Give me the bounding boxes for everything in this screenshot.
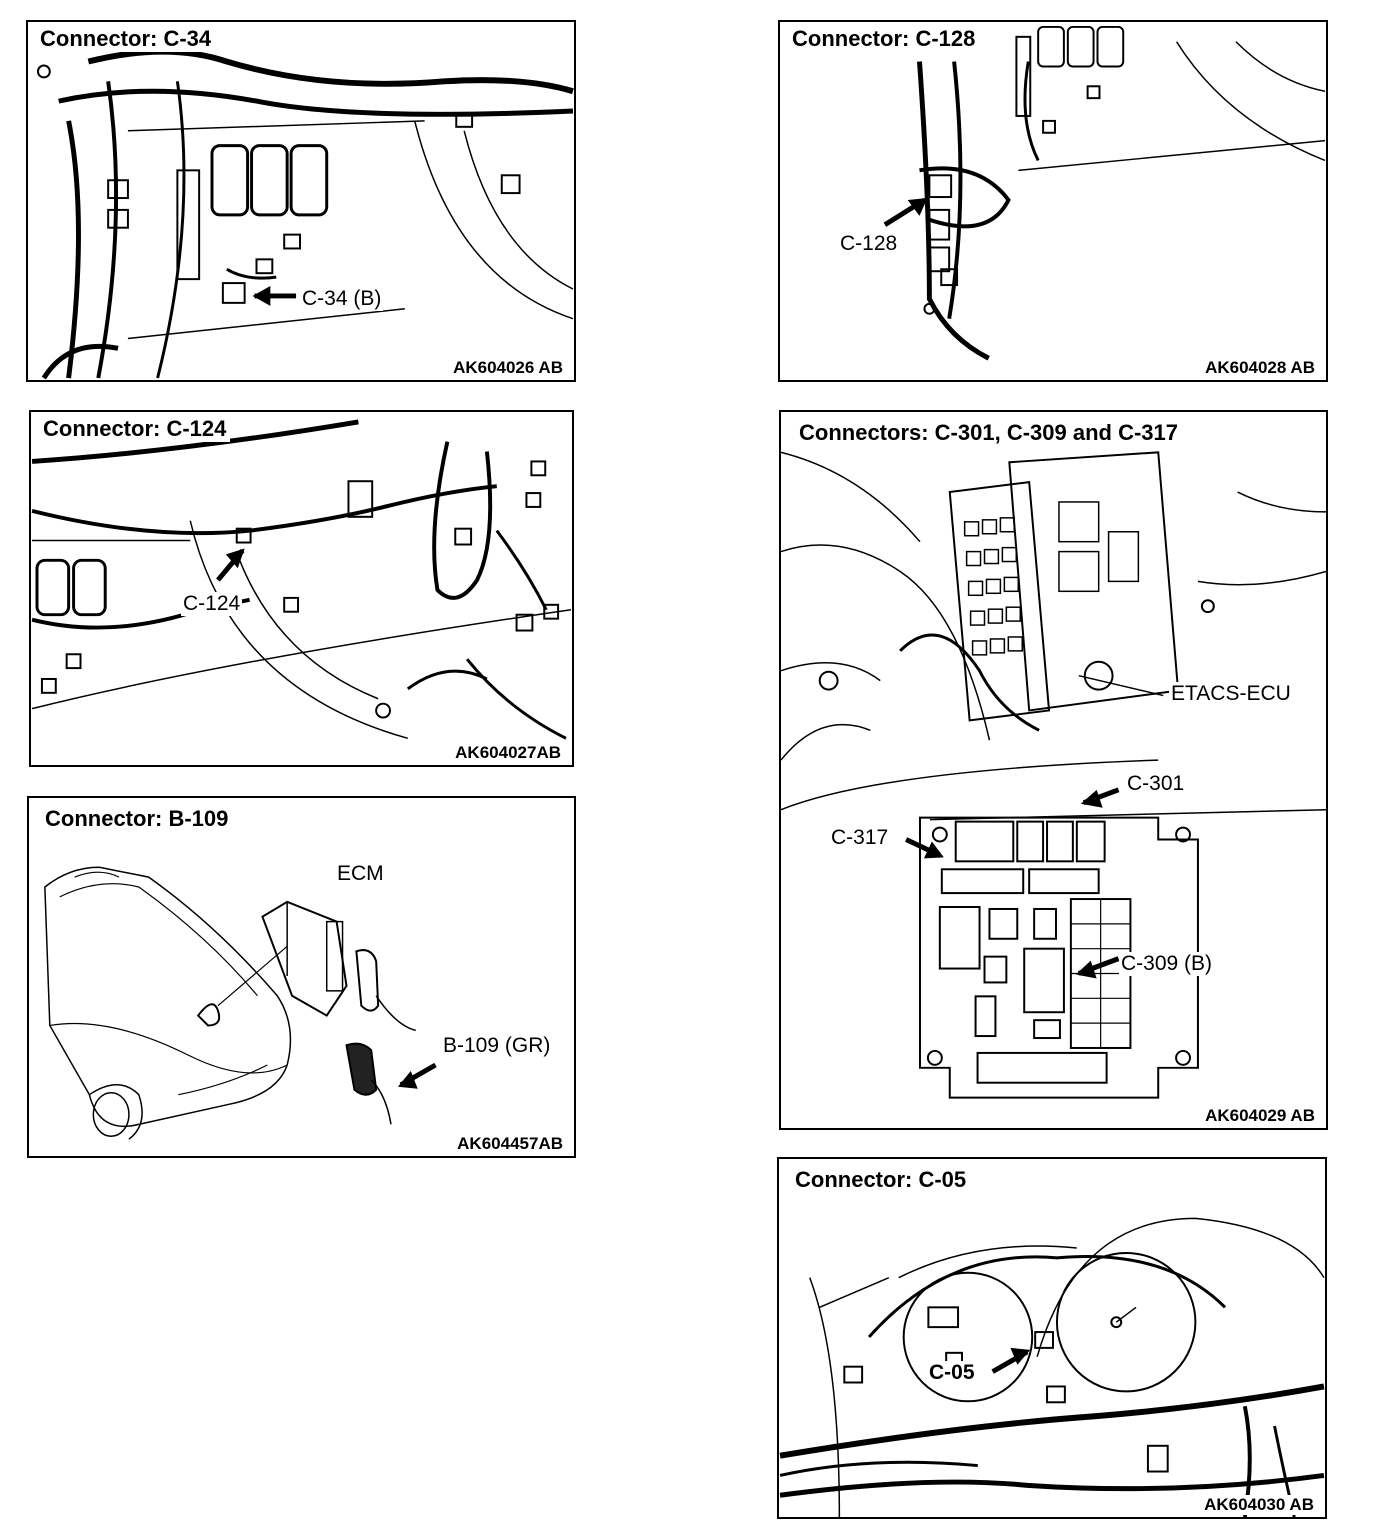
figure-code: AK604029 AB [1202,1106,1318,1126]
c309-label: C-309 (B) [1119,952,1215,976]
c301-label: C-301 [1125,772,1187,796]
panel-title: Connector: C-34 [36,26,216,52]
c124-illustration [31,419,572,740]
panel-connector-c05: Connector: C-05 C-05 AK604030 AB [777,1157,1327,1519]
panel-title: Connector: C-05 [791,1167,971,1193]
etacs-illustration [781,451,1326,1099]
panel-connectors-c301-c309-c317: Connectors: C-301, C-309 and C-317 ETACS… [779,410,1328,1130]
c34-illustration [36,48,574,380]
panel-title: Connector: B-109 [41,806,233,832]
figure-code: AK604457AB [454,1134,566,1154]
etacs-ecu-label: ETACS-ECU [1169,682,1293,706]
panel-title: Connector: C-124 [39,416,231,442]
panel-title: Connectors: C-301, C-309 and C-317 [795,420,1182,446]
connector-label: C-05 [927,1361,977,1385]
panel-connector-c124: Connector: C-124 C-124 AK604027AB [29,410,574,767]
panel-connector-c34: Connector: C-34 C-34 (B) AK604026 AB [26,20,576,382]
connector-label: C-128 [838,232,900,256]
c05-illustration [779,1217,1325,1517]
c317-label: C-317 [829,826,891,850]
ecm-label: ECM [335,862,386,886]
figure-code: AK604030 AB [1201,1495,1317,1515]
c128-illustration [883,25,1326,361]
connector-label: C-124 [181,592,243,616]
figure-code: AK604027AB [452,743,564,763]
figure-code: AK604028 AB [1202,358,1318,378]
figure-code: AK604026 AB [450,358,566,378]
panel-title: Connector: C-128 [788,26,980,52]
panel-connector-b109: Connector: B-109 ECM B-109 (GR) AK604457… [27,796,576,1158]
connector-label: B-109 (GR) [441,1034,553,1058]
b109-illustration [44,866,437,1140]
panel-connector-c128: Connector: C-128 C-128 AK604028 AB [778,20,1328,382]
connector-label: C-34 (B) [300,287,384,311]
